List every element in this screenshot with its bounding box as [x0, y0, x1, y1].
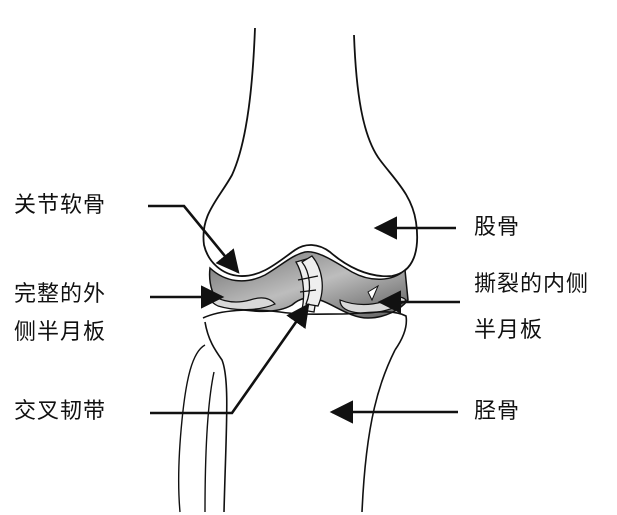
label-femur: 股骨	[474, 215, 521, 240]
arrow-cruciate-ligament	[150, 303, 310, 415]
arrow-articular-cartilage	[148, 204, 240, 274]
femur-shape	[202, 27, 419, 278]
tibia-shape	[204, 321, 228, 513]
label-torn-medial-meniscus-line1: 撕裂的内侧	[474, 272, 590, 297]
label-articular-cartilage: 关节软骨	[14, 193, 107, 218]
label-intact-lateral-meniscus-line2: 侧半月板	[14, 320, 107, 345]
fibula-shape	[177, 344, 206, 513]
label-cruciate-ligament: 交叉韧带	[14, 399, 107, 424]
label-torn-medial-meniscus-line2: 半月板	[474, 318, 544, 343]
pointer-arrows	[148, 204, 460, 424]
label-tibia: 胫骨	[474, 399, 521, 424]
label-intact-lateral-meniscus-line1: 完整的外	[14, 282, 107, 307]
tibia-plateau-shape	[202, 309, 408, 351]
